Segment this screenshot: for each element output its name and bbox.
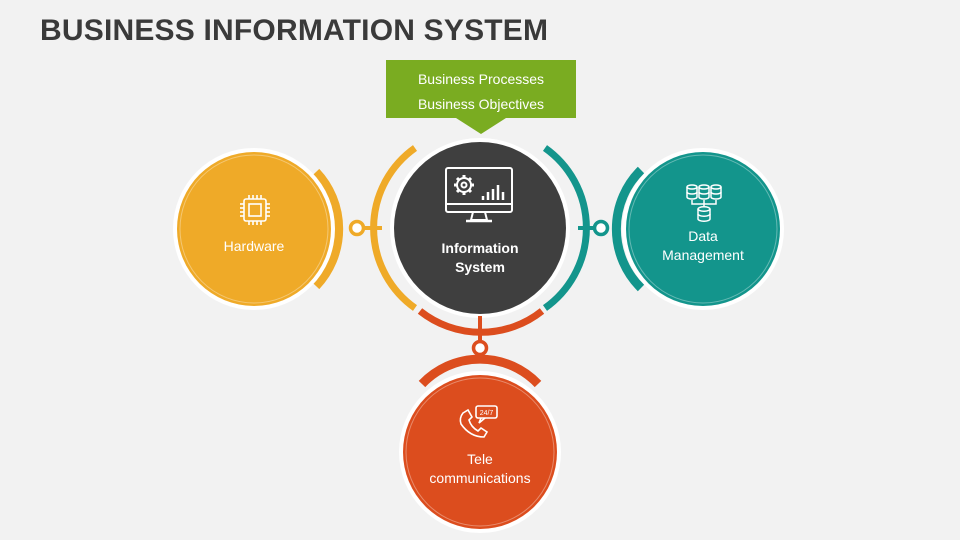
svg-text:24/7: 24/7 [480,410,494,417]
center-label: Information System [420,239,540,277]
center-circle [394,142,566,314]
connector-dot-telecom [471,339,489,357]
page-title: BUSINESS INFORMATION SYSTEM [40,14,549,47]
telecom-circle [403,375,557,529]
telecom-arc [418,354,542,388]
data-label-line1: Data [688,228,718,244]
business-banner: Business Processes Business Objectives [386,60,576,134]
connector-dot-hardware [348,219,366,237]
telecom-label-line1: Tele [467,451,493,467]
connector-dot-data [592,219,610,237]
monitor-gear-chart-icon [445,167,513,223]
telecom-label: Tele communications [410,450,550,488]
data-label-line2: Management [662,247,744,263]
banner-business-objectives: Business Objectives [417,96,545,112]
data-inner-line [628,154,778,304]
banner-business-processes: Business Processes [417,71,545,87]
chip-icon [240,195,270,225]
banner-shape [386,60,576,134]
phone-24-7-icon: 24/7 [459,405,498,438]
center-label-line1: Information [441,240,519,256]
data-circle [626,152,780,306]
center-label-line2: System [455,259,505,275]
data-management-label: Data Management [643,227,763,265]
hardware-inner-line [179,154,329,304]
hardware-label: Hardware [223,238,285,254]
data-arc [611,166,645,292]
telecom-label-line2: communications [429,470,531,486]
telecom-inner-line [405,377,555,527]
hardware-circle [177,152,331,306]
database-icon [686,184,722,222]
hardware-arc [312,168,344,290]
